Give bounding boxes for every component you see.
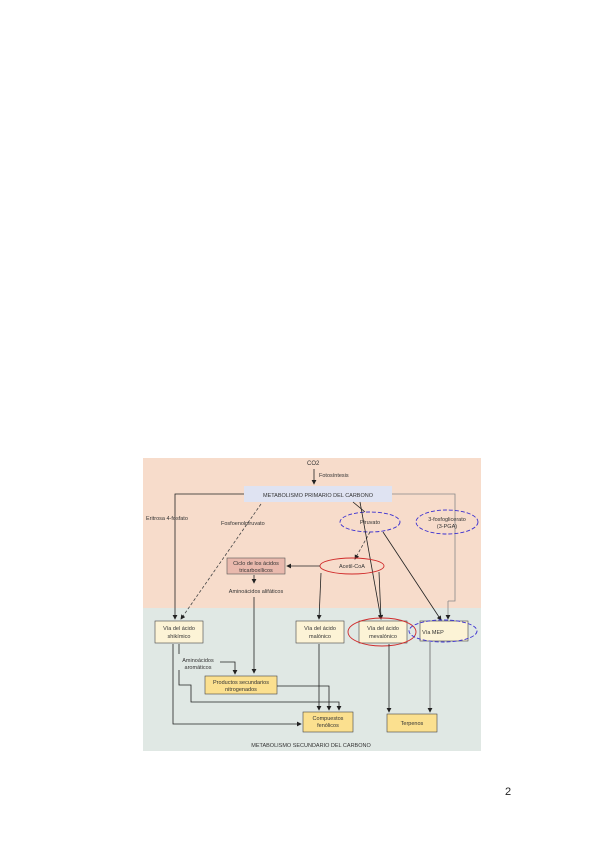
mevalonic-pathway-box bbox=[358, 620, 408, 644]
malonic-pathway-box bbox=[295, 620, 345, 644]
nitrogen-label-2: nitrogenados bbox=[225, 687, 257, 693]
mevalonic-label-2: mevalónico bbox=[369, 634, 397, 640]
aliphatic-aa-label: Aminoácidos alifáticos bbox=[229, 589, 284, 595]
malonic-label-1: Vía del ácido bbox=[304, 626, 336, 632]
mevalonic-label-1: Vía del ácido bbox=[367, 626, 399, 632]
aromatic-aa-label-2: aromáticos bbox=[185, 665, 212, 671]
primary-metabolism-box bbox=[244, 486, 392, 502]
shikimic-pathway-box bbox=[154, 620, 204, 644]
secondary-metabolism-label: METABOLISMO SECUNDARIO DEL CARBONO bbox=[251, 743, 371, 749]
mevalonic-ellipse bbox=[347, 617, 417, 647]
shikimic-label-1: Vía del ácido bbox=[163, 626, 195, 632]
erythrose-label: Eritrosa 4-fosfato bbox=[146, 516, 188, 522]
photosynthesis-label: Fotosíntesis bbox=[319, 473, 349, 479]
tca-label-2: tricarboxílicos bbox=[239, 568, 273, 574]
terpenes-box bbox=[386, 713, 438, 733]
phenolic-label-1: Compuestos bbox=[313, 716, 344, 722]
three-pga-label-2: (3-PGA) bbox=[437, 524, 457, 530]
mep-pathway-box bbox=[419, 620, 469, 642]
nitrogen-products-box bbox=[204, 675, 278, 695]
three-pga-ellipse bbox=[415, 509, 479, 535]
aromatic-aa-label-1: Aminoácidos bbox=[182, 658, 214, 664]
tca-cycle-box bbox=[226, 557, 286, 575]
pyruvate-label: Piruvato bbox=[360, 520, 380, 526]
co2-label: CO2 bbox=[307, 461, 320, 467]
three-pga-label-1: 3-fosfoglicerato bbox=[428, 517, 466, 523]
phenolic-label-2: fenólicos bbox=[317, 723, 339, 729]
primary-region-bg bbox=[143, 458, 481, 608]
phosphoenolpyruvate-label: Fosfoenolpiruvato bbox=[221, 521, 265, 527]
mep-ellipse bbox=[408, 619, 478, 643]
nitrogen-label-1: Productos secundarios bbox=[213, 680, 269, 686]
carbon-metabolism-diagram: CO2 Fotosíntesis METABOLISMO PRIMARIO DE… bbox=[143, 458, 481, 751]
page-number: 2 bbox=[505, 786, 512, 798]
terpenes-label: Terpenos bbox=[401, 721, 424, 727]
shikimic-label-2: shikímico bbox=[168, 634, 191, 640]
tca-label-1: Ciclo de los ácidos bbox=[233, 561, 279, 567]
mep-label: Vía MEP bbox=[422, 630, 444, 636]
malonic-label-2: malónico bbox=[309, 634, 331, 640]
acetyl-coa-label: Acetil-CoA bbox=[339, 564, 365, 570]
phenolic-compounds-box bbox=[302, 711, 354, 733]
primary-metabolism-label: METABOLISMO PRIMARIO DEL CARBONO bbox=[263, 493, 374, 499]
